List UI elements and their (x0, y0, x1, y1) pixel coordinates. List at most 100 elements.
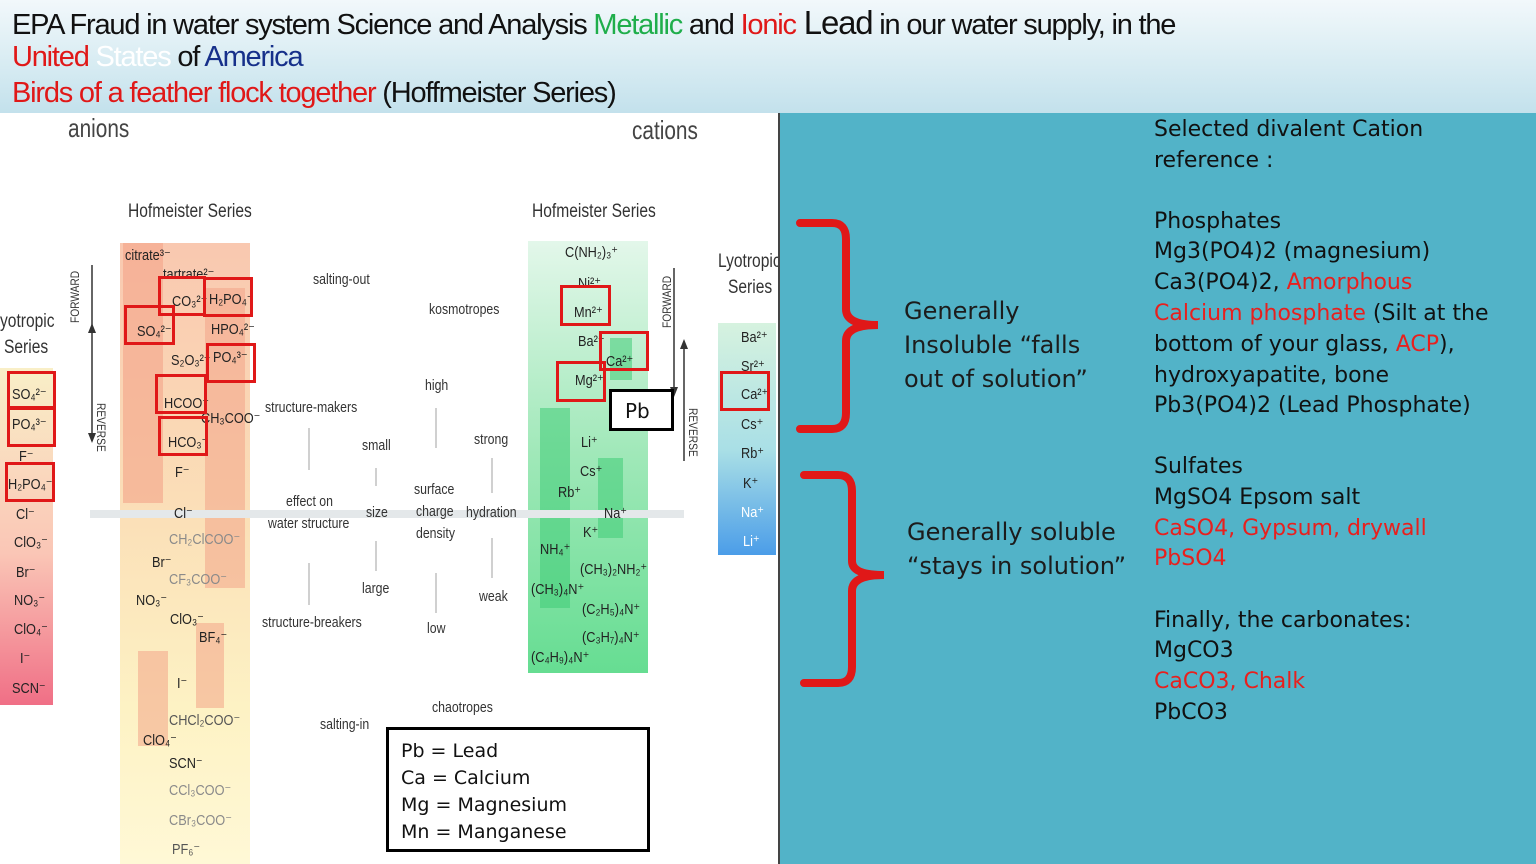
highlight-box (7, 407, 56, 447)
ion-label: Mg²⁺ (575, 372, 604, 389)
title-of: of (170, 41, 200, 73)
title-rest: in our water supply, in the (872, 9, 1176, 41)
lyotropic-right-title: Series (728, 277, 773, 298)
ca-phosphate: Ca3(PO4)2, Amorphous (1154, 270, 1412, 295)
ion-label: SO₄²⁻ (12, 386, 47, 403)
ion-label: C(NH₂)₃⁺ (565, 244, 618, 261)
forward-reverse-arrow-left (88, 265, 96, 443)
title-ionic: Ionic (740, 9, 797, 41)
divider (435, 408, 437, 448)
ion-label: ClO₃⁻ (170, 611, 204, 628)
insoluble-line: Insoluble “falls (904, 331, 1081, 359)
small-label: small (362, 437, 391, 454)
calcium-phosphate-line: Calcium phosphate (Silt at the (1154, 301, 1489, 326)
ion-label: ClO₄⁻ (143, 732, 177, 749)
legend-mn: Mn = Manganese (401, 821, 567, 843)
lyotropic-right-title: Lyotropic (718, 251, 778, 272)
ion-label: CHCl₂COO⁻ (169, 712, 241, 729)
highlight-box (720, 371, 770, 411)
kosmotropes-label: kosmotropes (429, 301, 500, 318)
title-banner: EPA Fraud in water system Science and An… (0, 0, 1536, 113)
bottom-text: bottom of your glass, (1154, 332, 1396, 357)
ion-label: HCOO⁻ (164, 395, 209, 412)
reverse-label-right: REVERSE (686, 408, 700, 457)
ion-label: CH₂ClCOO⁻ (169, 531, 241, 548)
mg-phosphate: Mg3(PO4)2 (magnesium) (1154, 239, 1431, 264)
ion-label: PF₆⁻ (172, 841, 201, 858)
right-lyotropic-gradient (718, 323, 776, 555)
ion-label: ClO₃⁻ (14, 534, 48, 551)
highlight-box (599, 331, 649, 371)
element-legend: Pb = Lead Ca = Calcium Mg = Magnesium Mn… (386, 727, 650, 852)
ion-label: (CH₃)₂NH₂⁺ (580, 561, 648, 578)
hofmeister-diagram: anions cations Hofmeister Series Hofmeis… (0, 113, 778, 864)
divider (491, 538, 493, 578)
pbco3-line: PbCO3 (1154, 700, 1228, 725)
title-hoffmeister: (Hoffmeister Series) (375, 77, 617, 109)
divider (375, 468, 377, 486)
anion-block (138, 651, 168, 746)
lyotropic-left-title: Series (4, 337, 49, 358)
ion-label: S₂O₃²⁻ (171, 352, 211, 369)
ion-label: (C₃H₇)₄N⁺ (582, 629, 640, 646)
divider (491, 458, 493, 493)
salting-out-label: salting-out (313, 271, 370, 288)
ion-label: NO₃⁻ (136, 592, 168, 609)
ion-label: Na⁺ (604, 505, 628, 522)
ion-label: SCN⁻ (12, 680, 46, 697)
large-label: large (362, 580, 390, 597)
highlight-box (7, 371, 56, 409)
ion-label: Ba²⁺ (578, 333, 605, 350)
ion-label: K⁺ (583, 524, 599, 541)
ion-label: CCl₃COO⁻ (169, 782, 232, 799)
hofmeister-right-title: Hofmeister Series (532, 201, 656, 222)
pb-label: Pb (625, 399, 650, 423)
mgso4-line: MgSO4 Epsom salt (1154, 485, 1361, 510)
cations-label: cations (632, 115, 698, 145)
carbonates-heading: Finally, the carbonates: (1154, 608, 1412, 633)
ion-label: Br⁻ (152, 554, 172, 571)
ion-label: (C₂H₅)₄N⁺ (582, 601, 641, 618)
ion-label: Mn²⁺ (574, 304, 603, 321)
ca-phosphate-formula: Ca3(PO4)2, (1154, 270, 1287, 295)
pbso4-line: PbSO4 (1154, 546, 1227, 571)
divider (375, 541, 377, 571)
highlight-box (203, 277, 253, 317)
ion-label: H₂PO₄⁻ (8, 476, 53, 493)
ion-label: Li⁺ (743, 533, 760, 550)
structure-makers-label: structure-makers (265, 399, 358, 416)
title-united: United (12, 41, 90, 73)
highlight-box (155, 374, 207, 414)
lead-phosphate-line: Pb3(PO4)2 (Lead Phosphate) (1154, 393, 1471, 418)
highlight-box (560, 285, 611, 326)
ion-label: Cs⁺ (741, 416, 764, 433)
high-label: high (425, 377, 449, 394)
center-line (90, 510, 684, 518)
anion-block (123, 243, 163, 503)
silt-text: (Silt at the (1365, 301, 1489, 326)
divider (308, 428, 310, 470)
ref-title: reference : (1154, 148, 1274, 173)
ion-label: Ba²⁺ (741, 329, 768, 346)
caso4-line: CaSO4, Gypsum, drywall (1154, 516, 1427, 541)
ion-label: Na⁺ (741, 504, 765, 521)
insoluble-line: Generally (904, 297, 1020, 325)
ion-label: Br⁻ (16, 564, 36, 581)
ion-label: citrate³⁻ (125, 247, 171, 264)
amorphous-text: Amorphous (1286, 270, 1413, 295)
legend-pb: Pb = Lead (401, 740, 499, 762)
forward-label-left: FORWARD (68, 270, 82, 323)
sulfates-heading: Sulfates (1154, 454, 1243, 479)
ion-label: Rb⁺ (741, 445, 765, 462)
ion-label: PO₄³⁻ (213, 349, 248, 366)
ion-label: CF₃COO⁻ (169, 571, 227, 588)
highlight-box (206, 343, 256, 383)
brace-insoluble (796, 219, 879, 433)
ion-label: Rb⁺ (558, 484, 582, 501)
ion-label: CBr₃COO⁻ (169, 812, 232, 829)
surface-label: surface (414, 481, 455, 498)
hofmeister-left-title: Hofmeister Series (128, 201, 252, 222)
strong-label: strong (474, 431, 509, 448)
title-birds: Birds of a feather flock together (12, 77, 377, 109)
ion-label: (CH₃)₄N⁺ (531, 581, 585, 598)
